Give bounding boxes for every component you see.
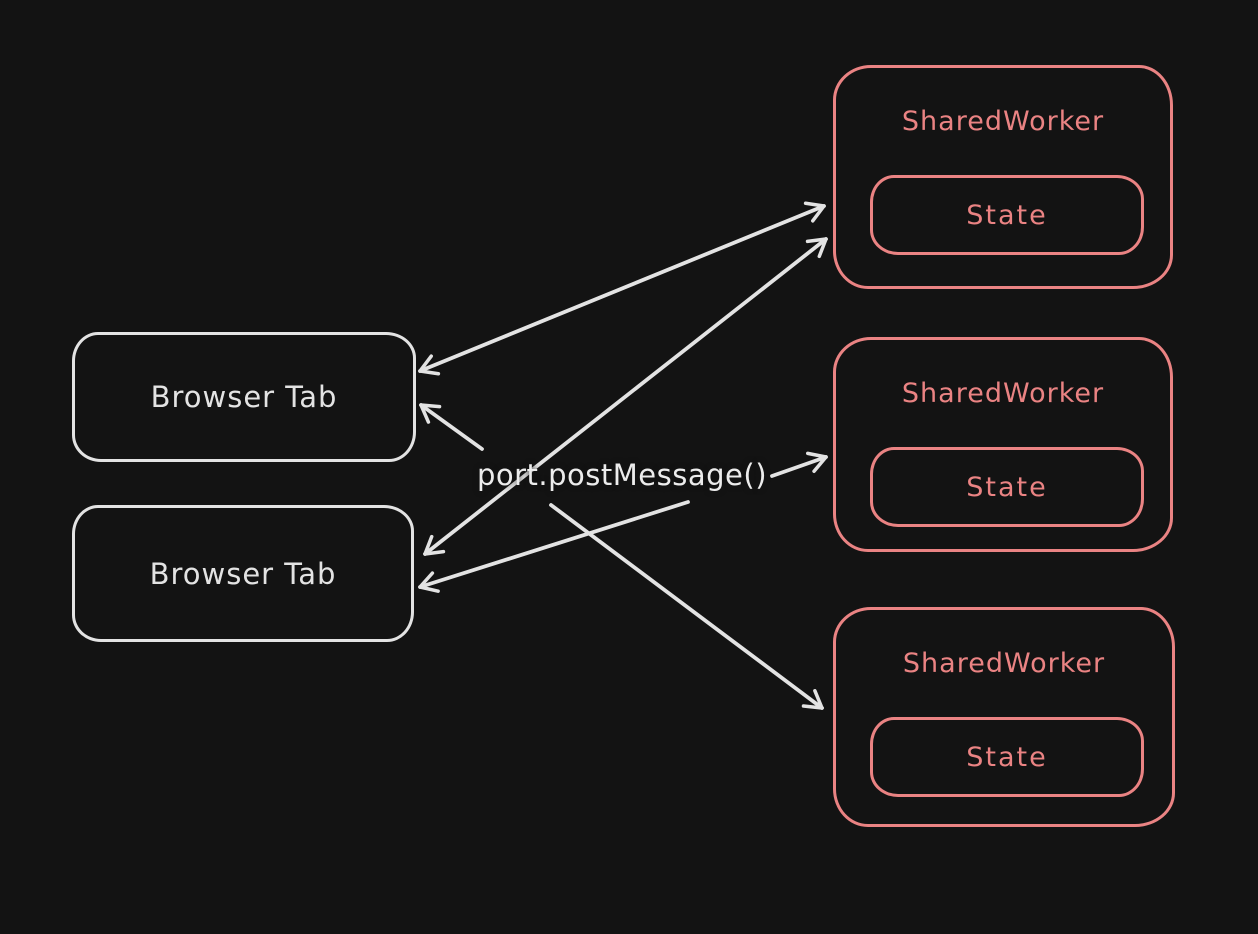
shared-worker-1-box: SharedWorker State: [833, 65, 1173, 289]
shared-worker-3-box: SharedWorker State: [833, 607, 1175, 827]
shared-worker-2-state-box: State: [870, 447, 1144, 527]
arrow-label-tab2: [418, 500, 690, 593]
shared-worker-1-title: SharedWorker: [901, 106, 1105, 137]
shared-worker-3-title: SharedWorker: [902, 648, 1106, 679]
shared-worker-1-state-box: State: [870, 175, 1144, 255]
shared-worker-2-title: SharedWorker: [901, 378, 1105, 409]
port-postmessage-label: port.postMessage(): [476, 458, 768, 492]
arrow-label-tab1: [419, 403, 484, 451]
shared-worker-1-state-label: State: [966, 199, 1048, 231]
browser-tab-1-box: Browser Tab: [72, 332, 416, 462]
browser-tab-2-box: Browser Tab: [72, 505, 414, 642]
shared-worker-3-state-label: State: [966, 741, 1048, 773]
arrow-tab1-worker1: [418, 201, 826, 376]
shared-worker-2-box: SharedWorker State: [833, 337, 1173, 552]
shared-worker-2-state-label: State: [966, 471, 1048, 503]
arrow-label-worker3: [549, 503, 824, 710]
browser-tab-1-label: Browser Tab: [150, 380, 338, 414]
shared-worker-3-state-box: State: [870, 717, 1144, 797]
browser-tab-2-label: Browser Tab: [149, 556, 337, 591]
arrow-tab2-worker1: [423, 237, 828, 556]
